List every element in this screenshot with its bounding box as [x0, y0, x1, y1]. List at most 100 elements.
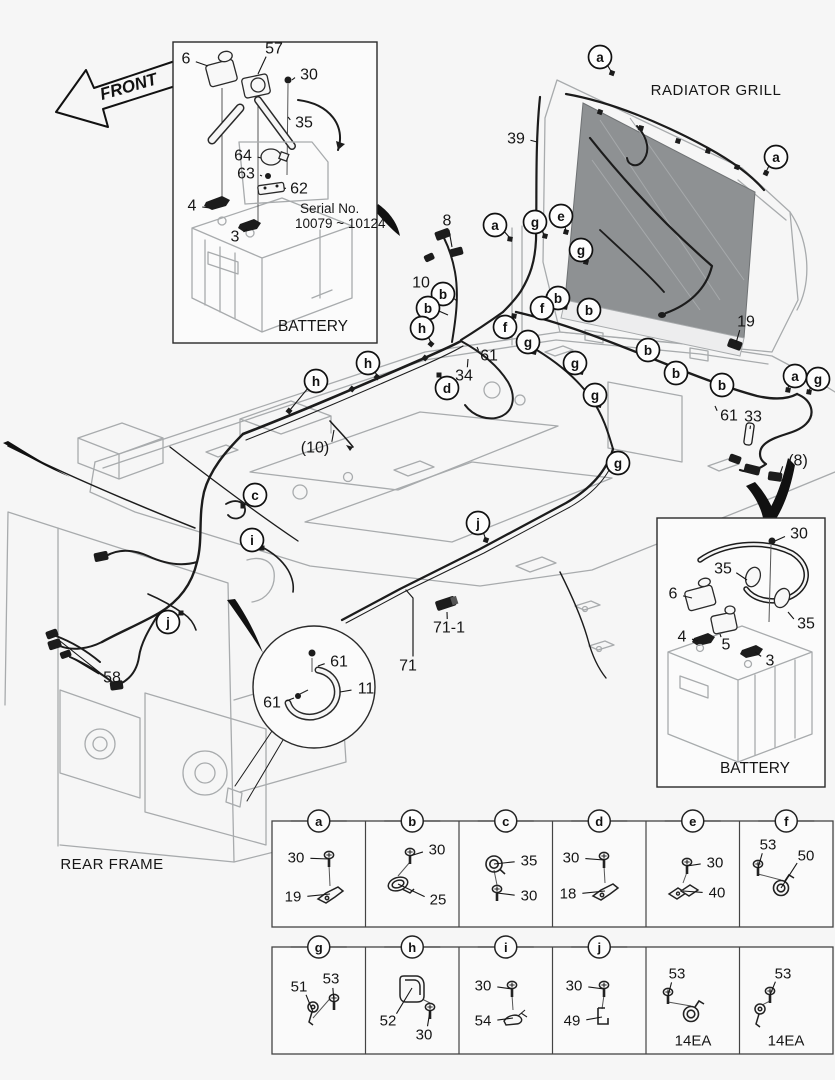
harness-clip [732, 340, 740, 348]
leader-line [243, 228, 248, 233]
assembly-axis [511, 994, 514, 1011]
leader-line [291, 77, 296, 81]
part-label-30: 30 [521, 888, 538, 905]
part-label-61: 61 [720, 408, 738, 425]
cell-letter-g: g [315, 940, 323, 955]
part-label-3: 3 [231, 229, 240, 246]
callout-letter-b: b [718, 378, 726, 393]
harness-clip [674, 137, 682, 145]
harness-clip [348, 385, 356, 393]
leader-line [780, 862, 798, 889]
callout-g [582, 382, 608, 408]
cell-letter-c: c [502, 814, 509, 829]
battery1-serial-line1: Serial No. [300, 201, 359, 216]
leader-line [397, 883, 425, 898]
part-label-61: 61 [263, 695, 281, 712]
cell-letter-badge-g [307, 935, 331, 959]
part-label-6: 6 [182, 51, 191, 68]
callout-letter-b: b [644, 343, 652, 358]
callout-b [576, 297, 602, 323]
callout-b [635, 337, 661, 363]
part-label-30: 30 [429, 842, 446, 859]
cell-letter-a: a [315, 814, 323, 829]
part-label-11: 11 [358, 681, 375, 698]
leader-line [754, 651, 762, 657]
leader-line [257, 56, 267, 75]
callout-letter-e: e [557, 209, 565, 224]
assembly-axis [603, 865, 606, 884]
part-label-19: 19 [737, 314, 755, 331]
part-label-54: 54 [475, 1013, 492, 1030]
callout-f [492, 314, 518, 340]
cell-letter-i: i [504, 940, 508, 955]
part-label-30: 30 [300, 67, 318, 84]
harness-clip [704, 147, 712, 155]
callout-letter-a: a [491, 218, 499, 233]
harness-clip [507, 236, 513, 242]
part-label-5: 5 [722, 637, 731, 654]
leader-line [466, 358, 469, 368]
callout-letter-h: h [312, 374, 320, 389]
callout-g [515, 329, 541, 355]
callout-a [763, 144, 789, 170]
part-label-51: 51 [291, 979, 308, 996]
rear-frame-label: REAR FRAME [60, 856, 163, 873]
cell-letter-badge-h [400, 935, 424, 959]
battery-detail-box-2: BATTERY [656, 517, 826, 788]
harness-clip [178, 610, 184, 616]
part-label-61: 61 [480, 348, 498, 365]
leader-line [195, 61, 209, 67]
callout-g [568, 237, 594, 263]
part-label-35: 35 [295, 115, 313, 132]
part-label-50: 50 [798, 848, 815, 865]
leader-line [305, 994, 314, 1013]
leader-line [530, 139, 538, 143]
battery2-label: BATTERY [720, 760, 790, 777]
part-label-8: 8 [443, 213, 452, 230]
callout-letter-a: a [772, 150, 780, 165]
battery1-serial-line2: 10079 ~ 10124 [295, 216, 386, 231]
part-label-25: 25 [430, 892, 447, 909]
part-label-35: 35 [797, 616, 815, 633]
callout-letter-f: f [540, 301, 545, 316]
leader-line [497, 1017, 514, 1021]
part-label-49: 49 [564, 1013, 581, 1030]
part-label-30: 30 [790, 526, 808, 543]
callout-h [355, 350, 381, 376]
leader-line [289, 387, 309, 411]
cell-letter-badge-c [494, 809, 518, 833]
harness-clip [637, 124, 645, 132]
leader-line [774, 536, 786, 542]
cell-letter-badge-b [400, 809, 424, 833]
callout-letter-h: h [418, 321, 426, 336]
callout-letter-g: g [577, 243, 585, 258]
callout-letter-b: b [439, 287, 447, 302]
part-label-18: 18 [560, 886, 577, 903]
leader-line [202, 206, 211, 209]
leader-line [448, 229, 453, 248]
leader-line [426, 1010, 431, 1027]
callout-i [239, 527, 265, 553]
leader-line [259, 174, 263, 177]
part-label-4: 4 [188, 198, 197, 215]
leader-line [257, 156, 262, 159]
cell-letter-j: j [596, 940, 601, 955]
harness-clip [762, 169, 770, 177]
cell-letter-b: b [408, 814, 416, 829]
cell-letter-h: h [408, 940, 416, 955]
callout-b [709, 372, 735, 398]
front-arrow: FRONT [55, 59, 189, 128]
harness-clip [596, 108, 604, 116]
part-label-53: 53 [669, 966, 686, 983]
harness-clip [562, 228, 570, 236]
callout-letter-b: b [424, 301, 432, 316]
leader-line [409, 851, 424, 857]
